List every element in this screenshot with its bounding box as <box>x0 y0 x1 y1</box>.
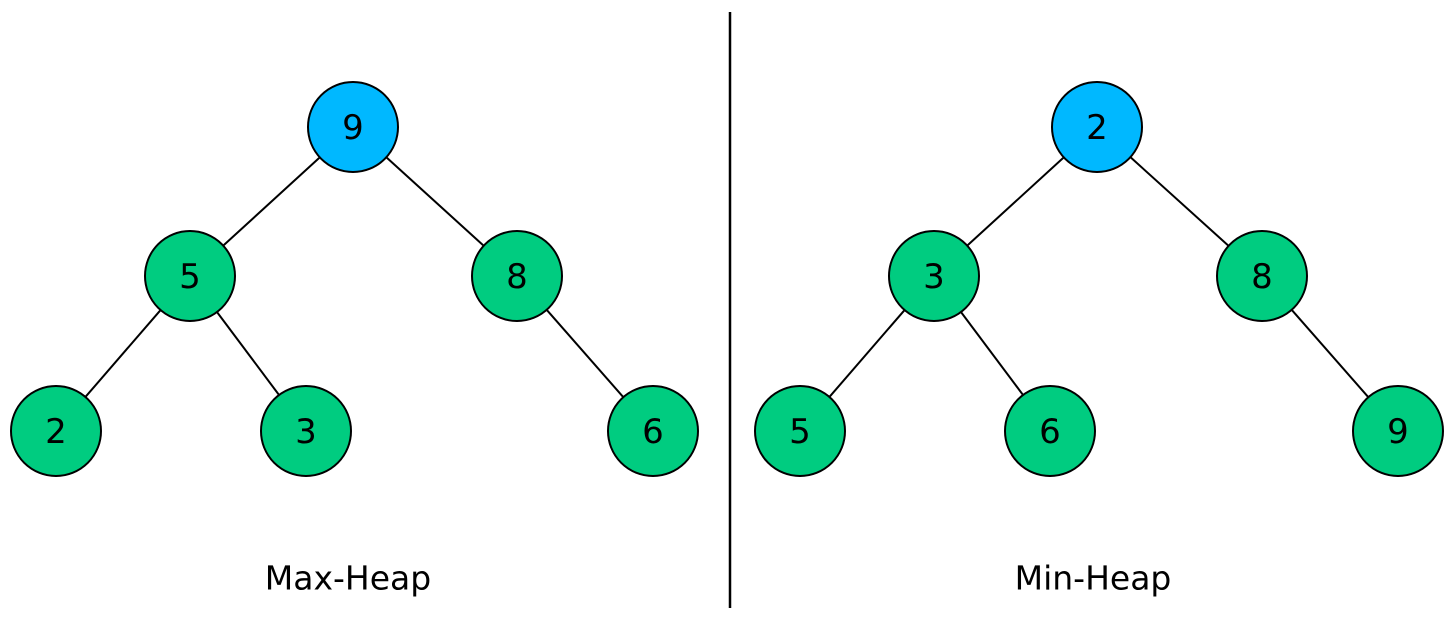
node-value: 6 <box>642 412 664 452</box>
edge-8-to-9 <box>1290 309 1370 398</box>
node-circle <box>260 385 352 477</box>
tree-node-2: 2 <box>10 385 102 477</box>
node-circle <box>1004 385 1096 477</box>
tree-node-6: 6 <box>1004 385 1096 477</box>
node-circle <box>888 230 980 322</box>
max-heap-panel: 9 5 8 2 3 6 Max-Heap <box>10 81 699 598</box>
edge-9-to-5 <box>222 156 321 247</box>
tree-node-5: 5 <box>754 385 846 477</box>
min-heap-panel: 2 3 8 5 6 9 Min-Heap <box>754 81 1444 598</box>
tree-node-5: 5 <box>144 230 236 322</box>
max-heap-title: Max-Heap <box>265 559 431 598</box>
max-heap-nodes: 9 5 8 2 3 6 <box>10 81 699 477</box>
node-circle <box>1352 385 1444 477</box>
node-circle <box>607 385 699 477</box>
edge-9-to-8 <box>385 156 485 247</box>
node-value: 8 <box>506 257 528 297</box>
tree-node-3: 3 <box>888 230 980 322</box>
node-value: 9 <box>1387 412 1409 452</box>
tree-node-8: 8 <box>1216 230 1308 322</box>
node-value: 3 <box>295 412 317 452</box>
node-value: 9 <box>342 108 364 148</box>
node-circle <box>754 385 846 477</box>
node-value: 3 <box>923 257 945 297</box>
node-value: 6 <box>1039 412 1061 452</box>
min-heap-edges <box>828 156 1370 398</box>
edge-3-to-5 <box>828 309 906 398</box>
node-circle <box>10 385 102 477</box>
edge-2-to-3 <box>966 156 1065 247</box>
max-heap-edges <box>84 156 625 398</box>
node-value: 2 <box>1086 108 1108 148</box>
edge-2-to-8 <box>1129 156 1230 247</box>
edge-5-to-2 <box>84 309 162 398</box>
tree-node-3: 3 <box>260 385 352 477</box>
root-node-2: 2 <box>1051 81 1143 173</box>
node-circle <box>307 81 399 173</box>
node-circle <box>144 230 236 322</box>
node-circle <box>471 230 563 322</box>
edge-3-to-6 <box>960 311 1024 396</box>
min-heap-nodes: 2 3 8 5 6 9 <box>754 81 1444 477</box>
node-value: 2 <box>45 412 67 452</box>
node-circle <box>1216 230 1308 322</box>
node-value: 5 <box>789 412 811 452</box>
root-node-9: 9 <box>307 81 399 173</box>
node-value: 8 <box>1251 257 1273 297</box>
node-value: 5 <box>179 257 201 297</box>
edge-8-to-6 <box>545 309 625 398</box>
tree-node-6: 6 <box>607 385 699 477</box>
node-circle <box>1051 81 1143 173</box>
edge-5-to-3 <box>216 311 280 396</box>
min-heap-title: Min-Heap <box>1015 559 1172 598</box>
tree-node-8: 8 <box>471 230 563 322</box>
tree-node-9: 9 <box>1352 385 1444 477</box>
